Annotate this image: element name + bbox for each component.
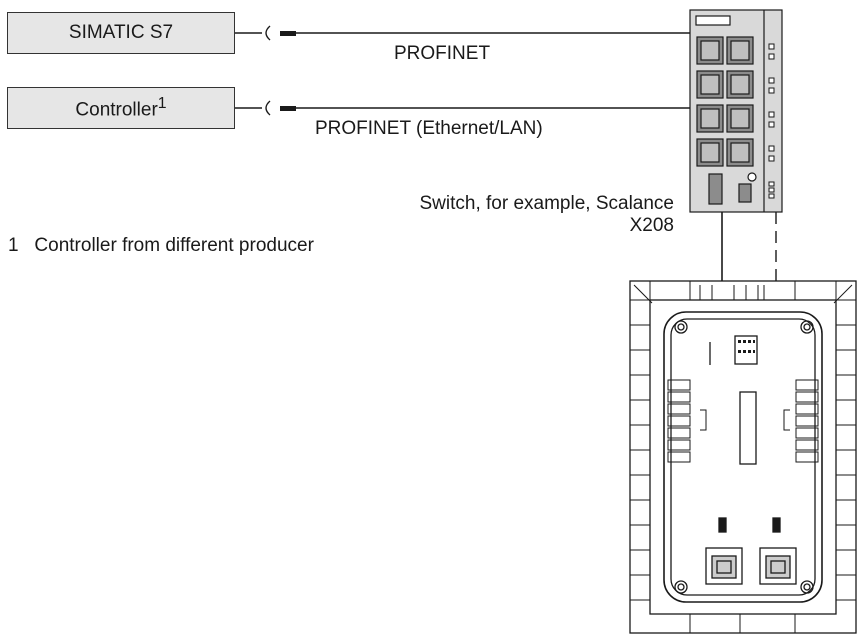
controller-box: Controller1 — [7, 87, 235, 129]
profinet-cable-1 — [235, 25, 690, 41]
simatic-s7-box: SIMATIC S7 — [7, 12, 235, 54]
switch-device — [689, 9, 783, 213]
simatic-s7-label: SIMATIC S7 — [68, 22, 174, 43]
profinet-label: PROFINET — [394, 43, 491, 64]
switch-caption-line2: X208 — [629, 215, 674, 236]
profinet-cable-2 — [235, 100, 690, 116]
switch-caption-line1: Switch, for example, Scalance — [419, 193, 674, 214]
hmi-panel — [629, 280, 857, 634]
footnote: 1 Controller from different producer — [8, 234, 314, 258]
footnote-number: 1 — [8, 235, 19, 256]
footnote-text: Controller from different producer — [34, 235, 314, 256]
controller-label: Controller1 — [75, 94, 167, 121]
profinet-ethernet-label: PROFINET (Ethernet/LAN) — [315, 118, 543, 139]
footnote-mark: 1 — [157, 94, 167, 112]
